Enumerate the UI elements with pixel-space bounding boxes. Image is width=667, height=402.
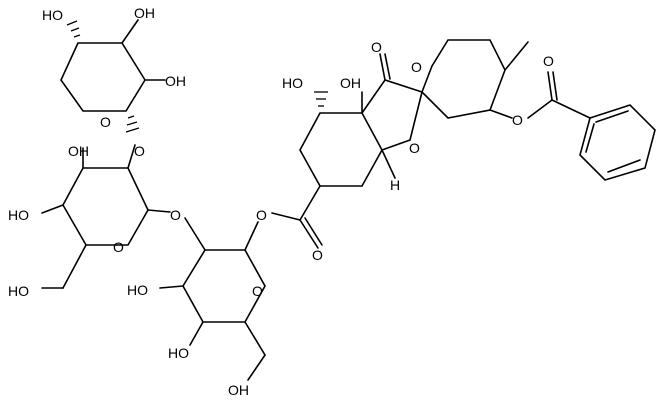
label-ho-glucose1-ch2oh: HO <box>8 283 29 299</box>
label-oh-xylose-top: OH <box>134 5 155 21</box>
label-o-glycosidic-2: O <box>170 207 181 223</box>
label-o-glycosidic-1: O <box>134 143 145 159</box>
ester-linkage <box>271 185 323 249</box>
label-o-glucose2-ring: O <box>252 283 263 299</box>
label-o-ester-double: O <box>312 247 323 263</box>
label-o-ketone: O <box>371 39 382 55</box>
label-o-benzoate-double: O <box>543 53 554 69</box>
label-o-xylose-ring: O <box>100 114 111 130</box>
label-o-benzoate-single: O <box>512 112 523 128</box>
xylose-ring <box>60 19 166 133</box>
label-ho-glucose2-left: HO <box>127 282 148 298</box>
glucose-ring-2 <box>159 217 266 381</box>
label-ho-cyclohexane: HO <box>282 75 303 91</box>
label-oh-junction: OH <box>340 75 361 91</box>
label-oh-xylose-right: OH <box>165 73 186 89</box>
cyclohexane-ring <box>299 91 383 187</box>
benzoate-group <box>527 71 656 181</box>
label-h-junction: H <box>390 177 400 193</box>
label-ho-xylose: HO <box>42 7 63 23</box>
glucose-ring-1 <box>41 144 171 289</box>
label-ho-glucose1-left: HO <box>8 207 29 223</box>
label-o-furanone-ring: O <box>409 140 420 156</box>
label-oh-glucose1-top: OH <box>68 143 89 159</box>
label-o-pyran-ring: O <box>411 59 422 75</box>
label-ho-glucose2-bottom: HO <box>168 345 189 361</box>
label-o-ester-single: O <box>256 207 267 223</box>
label-oh-glucose2-ch2oh: OH <box>228 382 249 398</box>
pyran-ring <box>421 39 529 119</box>
label-o-glucose1-ring: O <box>113 239 124 255</box>
